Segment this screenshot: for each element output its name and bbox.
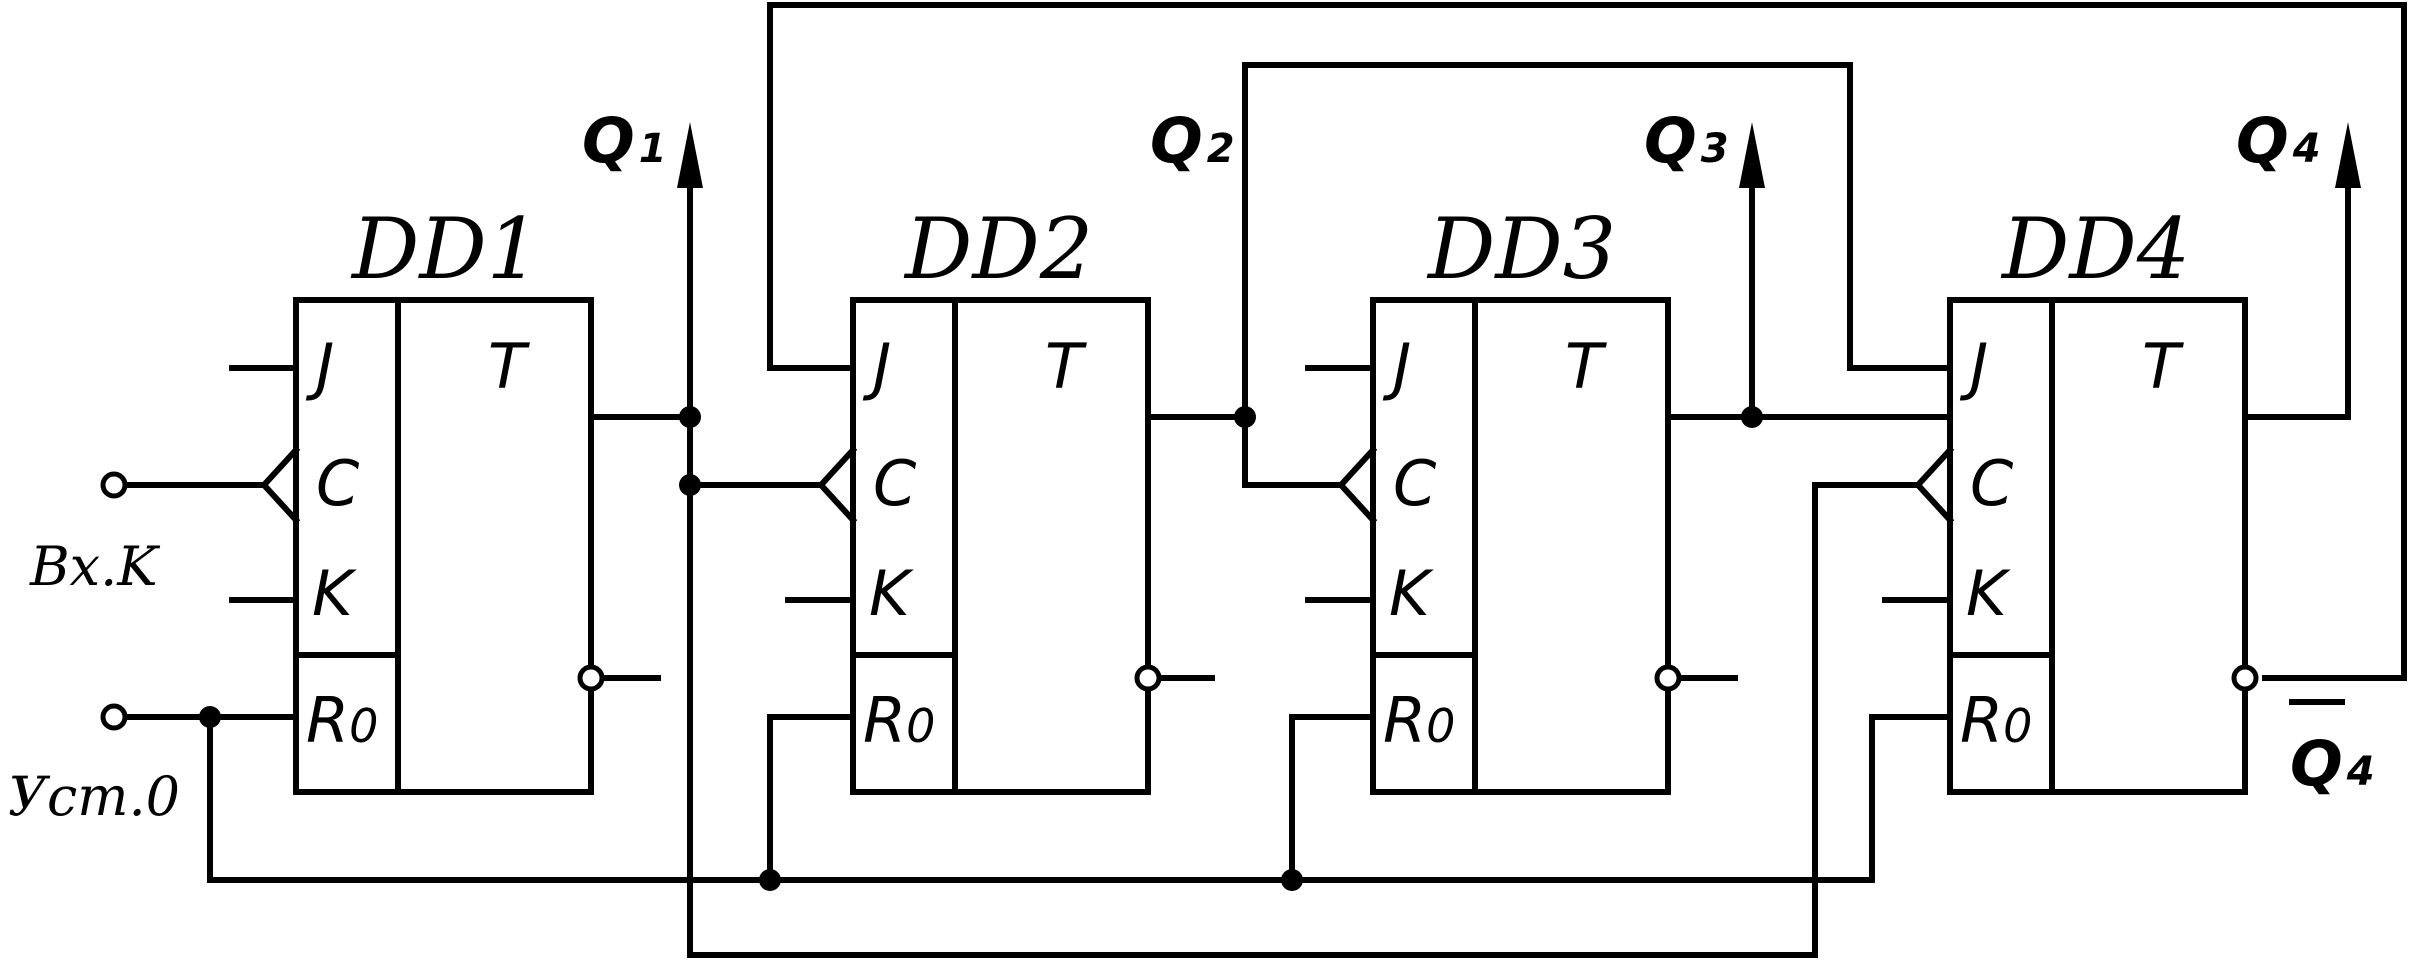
clock-input-label: Bx.K [29,535,160,598]
output-arrows [677,122,2361,188]
pin-stubs [229,365,1953,681]
pin-c: C [1970,447,2014,520]
trigger-type-label: T [1045,330,1087,403]
pin-k: K [1966,557,2011,630]
reset-input-label: Уст.0 [8,765,180,828]
pin-k: K [1389,557,1434,630]
pin-r: R0 [863,684,935,757]
trigger-dd2: DD2 J C K R0 T [850,200,1151,795]
pin-c: C [316,447,360,520]
trigger-dd2-name: DD2 [903,200,1093,298]
trigger-dd3-name: DD3 [1426,200,1616,298]
trigger-type-label: T [1565,330,1607,403]
svg-text:Q4: Q4 [2290,727,2375,800]
trigger-type-label: T [2142,330,2184,403]
trigger-type-label: T [488,330,530,403]
pin-k: K [312,557,357,630]
signal-wires [121,2,2407,958]
pin-c: C [1393,447,1437,520]
pin-c: C [873,447,917,520]
trigger-dd1: DD1 J C K R0 T [293,200,594,795]
input-terminals [100,471,128,731]
pin-r: R0 [1383,684,1455,757]
trigger-dd1-name: DD1 [350,200,540,298]
trigger-dd4: DD4 J C K R0 T [1947,200,2248,795]
pin-r: R0 [1960,684,2032,757]
pin-k: K [869,557,914,630]
trigger-dd3: DD3 J C K R0 T [1370,200,1671,795]
trigger-dd4-name: DD4 [2000,200,2190,298]
junction-dots [199,406,1763,891]
inverted-output-rings [577,664,2259,692]
pin-r: R0 [306,684,378,757]
